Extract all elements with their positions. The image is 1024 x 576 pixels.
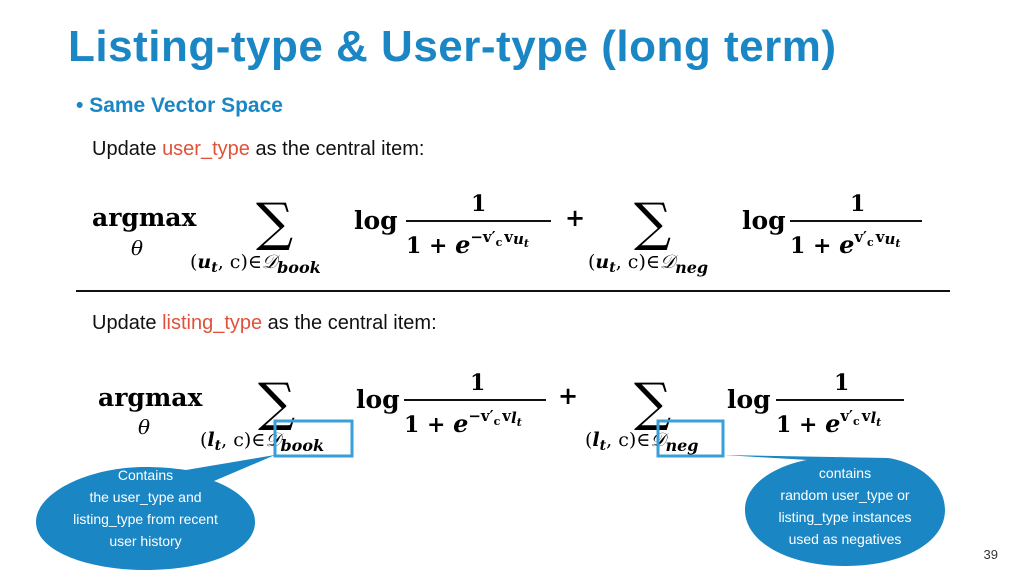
page-number: 39: [983, 547, 998, 562]
right-callout-line-3: listing_type instances: [778, 509, 912, 525]
numerator-1a: 1: [471, 191, 486, 217]
sum-2b: ∑: [634, 373, 671, 433]
sum-1a-subscript: (ut, c)∈𝒟book: [190, 251, 321, 277]
right-callout-line-1: contains: [818, 465, 872, 481]
sum-1a: ∑: [256, 193, 293, 253]
bullet-text: Same Vector Space: [89, 94, 283, 117]
sum-1b-subscript: (ut, c)∈𝒟neg: [588, 251, 708, 277]
numerator-2a: 1: [470, 370, 485, 396]
right-callout-line-4: used as negatives: [788, 531, 902, 547]
plus-2: +: [558, 381, 578, 410]
update-user-type-line: Update user_type as the central item:: [92, 138, 424, 161]
right-callout-text: contains random user_type or listing_typ…: [745, 462, 945, 550]
update-listing-type-line: Update listing_type as the central item:: [92, 312, 437, 335]
sum-2b-subscript: (lt, c)∈𝒟neg: [585, 429, 698, 455]
neg-highlight-box: [656, 419, 725, 458]
left-callout-line-3: listing_type from recent: [73, 511, 218, 527]
update-prefix-2: Update: [92, 312, 163, 334]
right-callout-line-2: random user_type or: [780, 487, 910, 503]
sum-2a: ∑: [258, 373, 295, 433]
equation-listing-type: argmax θ ∑ (lt, c)∈𝒟book log 1 1 + e−v′c…: [98, 370, 904, 455]
slide-title: Listing-type & User-type (long term): [68, 22, 837, 71]
left-callout-bubble: [36, 455, 275, 570]
left-callout-line-4: user history: [109, 533, 182, 549]
log-2a: log: [356, 385, 400, 414]
argmax-1: argmax: [92, 203, 198, 232]
numerator-1b: 1: [850, 191, 865, 217]
theta-1: θ: [131, 236, 143, 260]
section-divider: [76, 290, 950, 292]
argmax-2: argmax: [98, 383, 204, 412]
left-callout-line-1: Contains: [117, 467, 174, 483]
highlight-user-type: user_type: [162, 138, 250, 160]
plus-1: +: [565, 203, 585, 232]
update-suffix-2: as the central item:: [262, 312, 437, 334]
book-highlight-box: [273, 419, 354, 458]
sum-1b: ∑: [634, 193, 671, 253]
left-callout-text: Contains the user_type and listing_type …: [36, 464, 255, 552]
log-1b: log: [742, 206, 786, 235]
bullet-item: • Same Vector Space: [76, 94, 283, 117]
log-1a: log: [354, 206, 398, 235]
numerator-2b: 1: [834, 370, 849, 396]
equation-user-type: argmax θ ∑ (ut, c)∈𝒟book log 1 1 + e−v′c…: [92, 191, 922, 277]
left-callout-line-2: the user_type and: [89, 489, 202, 505]
right-callout-bubble: [724, 455, 945, 566]
log-2b: log: [727, 385, 771, 414]
theta-2: θ: [138, 415, 150, 439]
sum-2a-subscript: (lt, c)∈𝒟book: [200, 429, 324, 455]
update-prefix-1: Update: [92, 138, 163, 160]
highlight-listing-type: listing_type: [162, 312, 263, 334]
update-suffix-1: as the central item:: [249, 138, 425, 160]
